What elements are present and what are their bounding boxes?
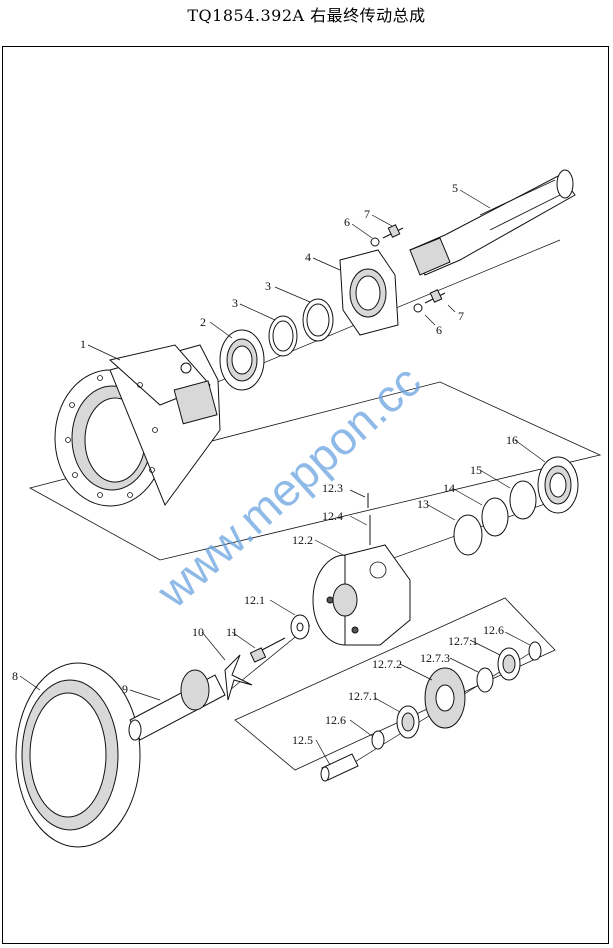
lower-assembly-plane [234, 597, 556, 771]
part-15-ring [509, 480, 537, 520]
label-part-6: 6 [436, 323, 442, 337]
part-12-7-1-bearing-upper [497, 647, 521, 681]
label-part-12-6: 12.6 [325, 713, 346, 727]
part-12-7-1-bearing-lower [396, 705, 420, 739]
part-12-6-washer-lower [371, 730, 385, 750]
label-part-12-3: 12.3 [322, 481, 343, 495]
part-6-7-bolts-washers [370, 224, 446, 313]
label-part-12-7-1: 12.7.1 [448, 634, 478, 648]
label-part-12-7-1: 12.7.1 [348, 689, 378, 703]
part-4-cover-flange [339, 249, 399, 336]
label-part-10: 10 [192, 625, 204, 639]
part-14-ring [481, 497, 509, 537]
label-part-7: 7 [364, 207, 370, 221]
label-part-7: 7 [458, 309, 464, 323]
part-1-housing [54, 344, 221, 507]
label-part-3: 3 [265, 279, 271, 293]
part-3-seal-rings [268, 298, 334, 357]
label-part-12-7-3: 12.7.3 [420, 651, 450, 665]
part-10-clip [224, 654, 253, 701]
part-13-ring [453, 514, 483, 556]
part-12-1-thrust-washer [290, 614, 310, 640]
part-12-6-washer-upper [528, 641, 542, 661]
upper-assembly-plane [28, 381, 602, 561]
label-part-12-1: 12.1 [244, 593, 265, 607]
part-12-2-planet-carrier [312, 544, 411, 646]
label-part-5: 5 [452, 181, 458, 195]
label-part-8: 8 [12, 669, 18, 683]
label-part-9: 9 [122, 682, 128, 696]
part-16-bearing [537, 456, 579, 514]
drawing-frame [2, 46, 609, 944]
label-part-11: 11 [226, 625, 238, 639]
page-title: TQ1854.392A 右最终传动总成 [187, 6, 426, 25]
label-part-16: 16 [506, 433, 518, 447]
label-part-12-5: 12.5 [292, 733, 313, 747]
leader-lines [19, 189, 546, 766]
label-part-13: 13 [417, 497, 429, 511]
label-part-15: 15 [470, 463, 482, 477]
part-5-drive-shaft [409, 169, 576, 276]
label-part-4: 4 [305, 250, 311, 264]
part-9-sun-shaft [128, 669, 226, 741]
label-part-12-7-2: 12.7.2 [372, 657, 402, 671]
label-part-1: 1 [80, 337, 86, 351]
label-part-12-2: 12.2 [292, 533, 313, 547]
label-part-14: 14 [443, 481, 455, 495]
label-part-2: 2 [200, 315, 206, 329]
part-12-5-planet-pin [320, 753, 359, 782]
label-part-12-6: 12.6 [483, 623, 504, 637]
label-part-6: 6 [344, 215, 350, 229]
part-12-7-3-spacer [476, 667, 494, 693]
part-2-bearing [219, 329, 265, 391]
label-part-12-4: 12.4 [322, 509, 343, 523]
part-8-ring-gear [15, 662, 141, 848]
label-part-3: 3 [232, 296, 238, 310]
part-11-bolt [249, 637, 286, 663]
part-12-7-2-planet-gear [424, 667, 466, 729]
